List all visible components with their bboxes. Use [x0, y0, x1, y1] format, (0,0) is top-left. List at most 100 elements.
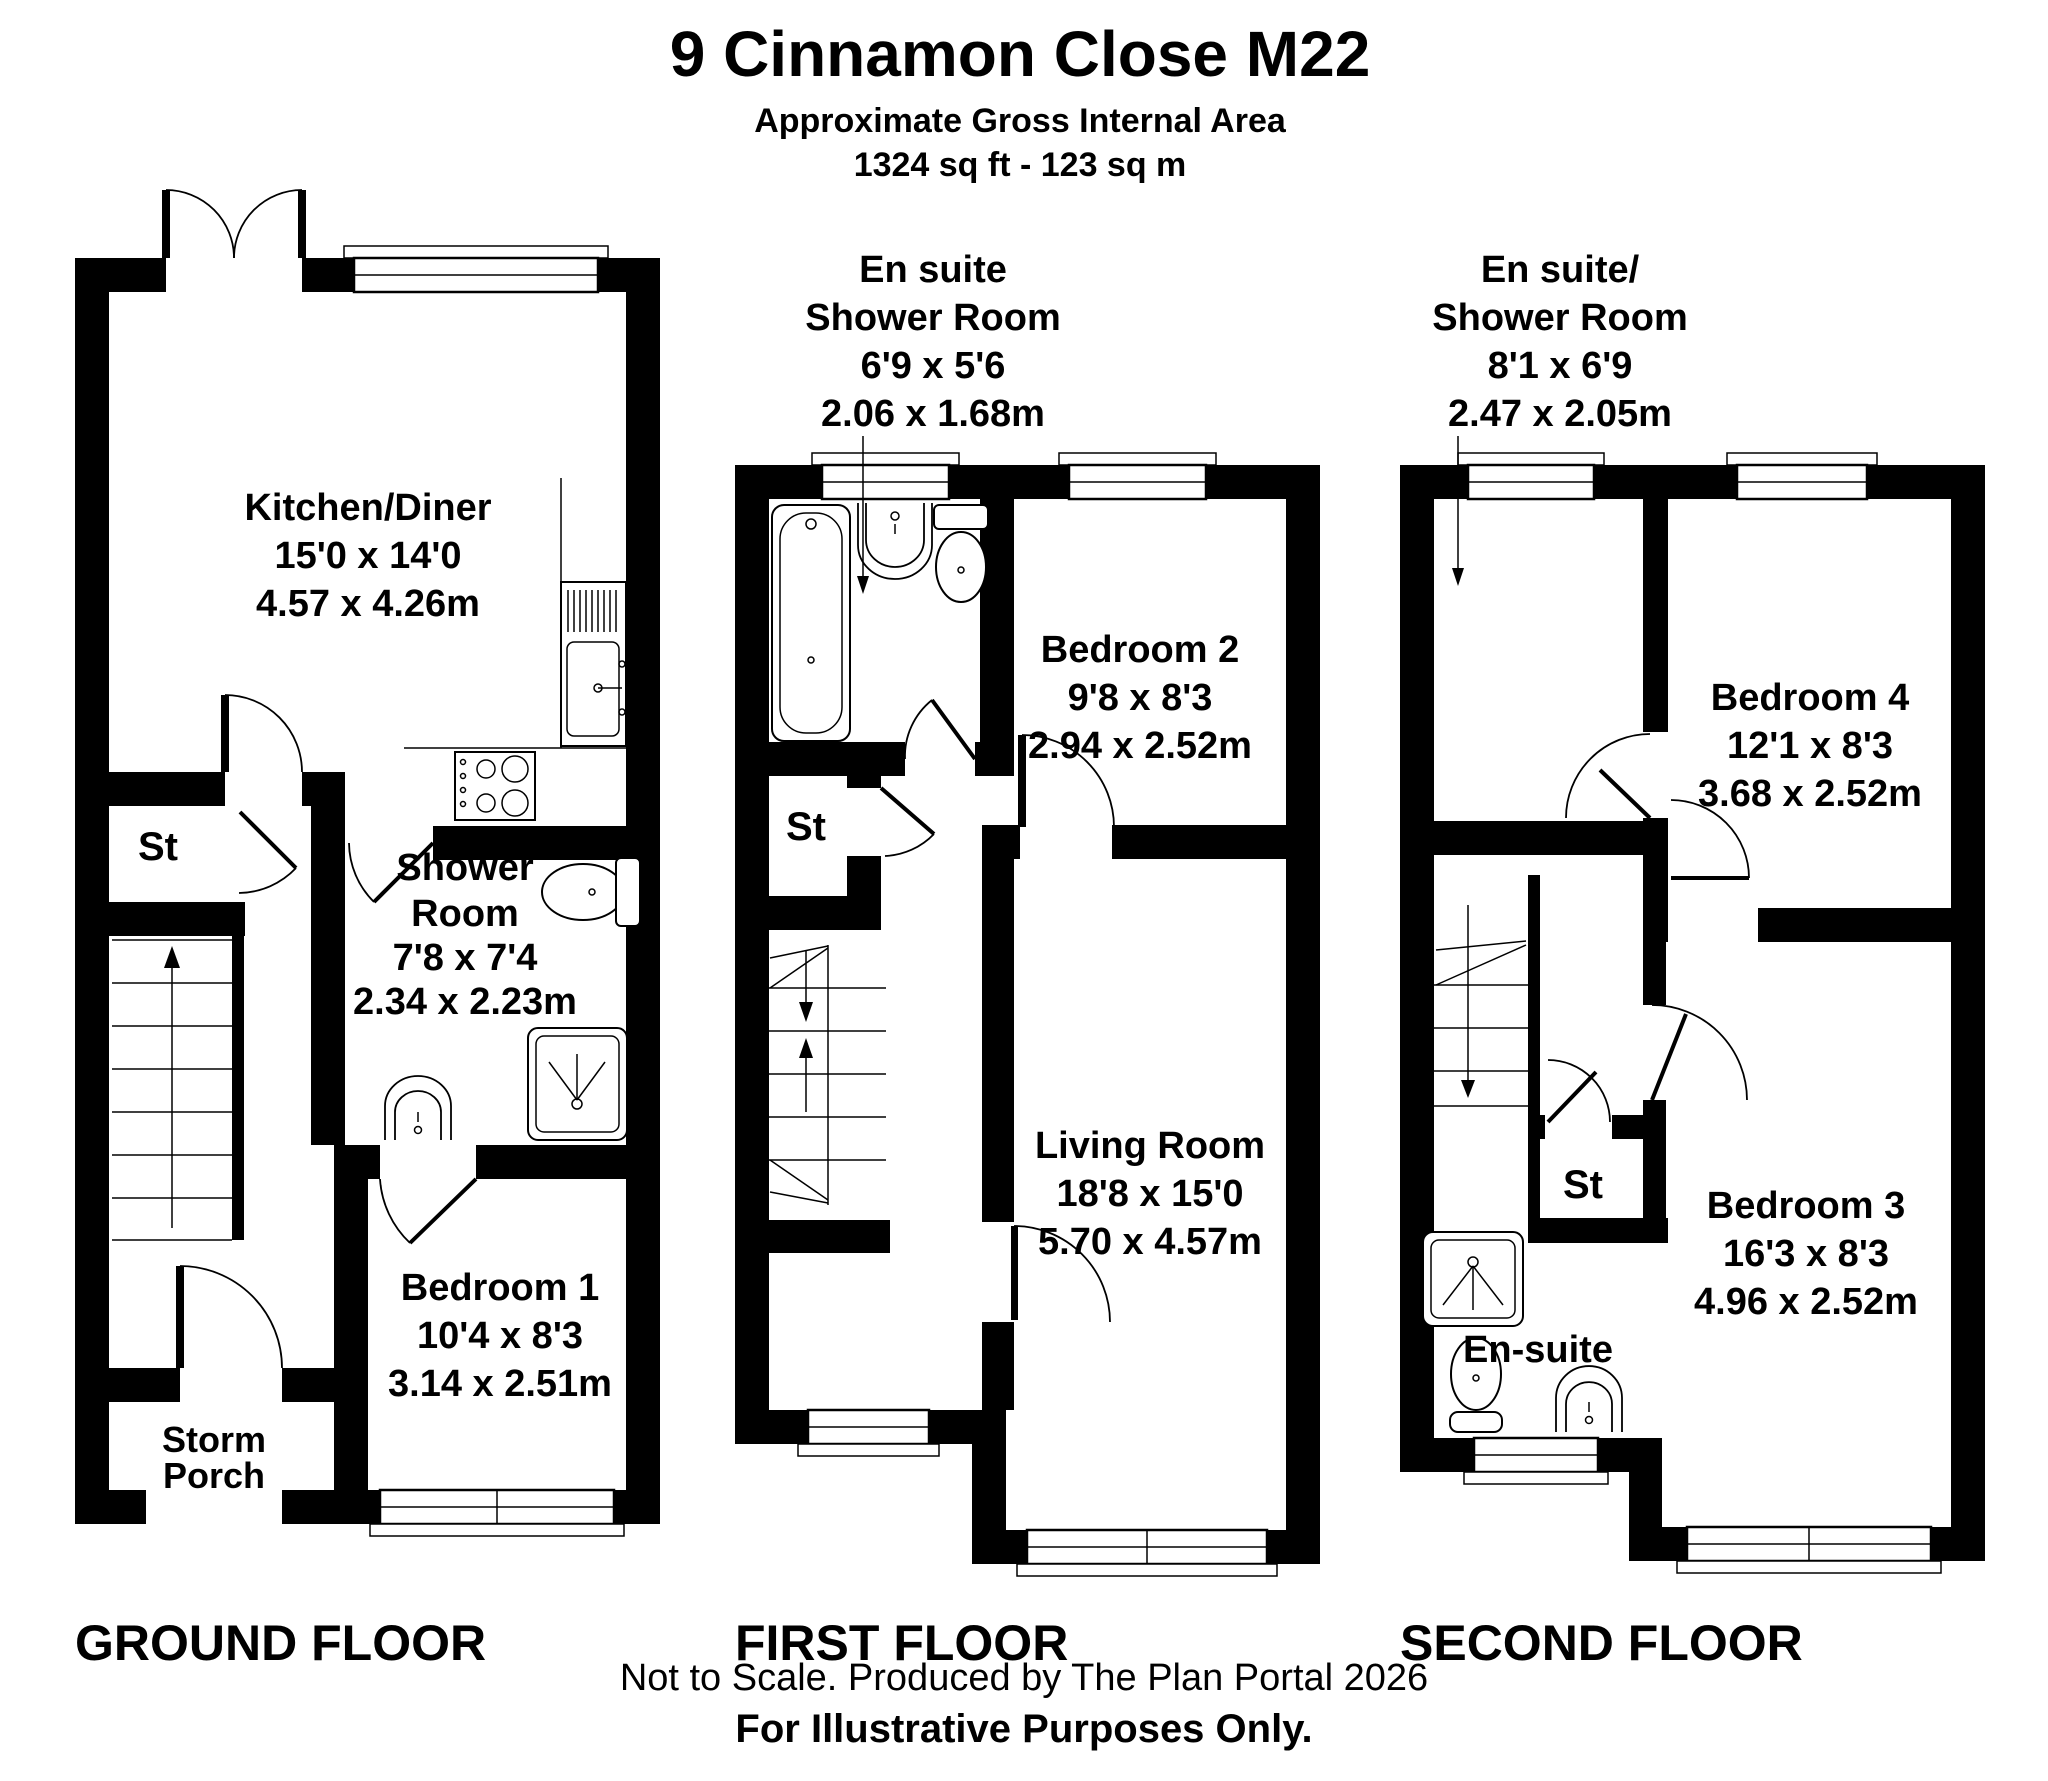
hob-knob: [459, 758, 467, 766]
door-leaf: [1018, 735, 1026, 827]
wall-segment: [982, 825, 1020, 859]
hob-knob: [459, 772, 467, 780]
floor-label-ground: GROUND FLOOR: [75, 1615, 486, 1671]
wall-segment: [735, 465, 769, 1444]
wall-segment: [982, 1322, 1014, 1410]
french-door-leaf: [162, 190, 170, 258]
wall-segment: [302, 258, 354, 292]
door-arc: [224, 694, 303, 773]
basin-tap: [413, 1125, 423, 1135]
door-arc: [904, 699, 933, 760]
floor-label-first: FIRST FLOOR: [735, 1615, 1068, 1671]
page-title: 9 Cinnamon Close M22: [670, 18, 1371, 90]
hob-burner: [501, 789, 529, 817]
toilet-flush: [1472, 1374, 1480, 1382]
wall-segment: [334, 1145, 368, 1490]
shower-fixture: [1422, 1231, 1524, 1327]
wall-segment: [614, 1490, 660, 1524]
first-floor-staircase: [769, 945, 886, 1205]
shower-fixture: [527, 1027, 628, 1141]
hob-burner: [476, 793, 496, 813]
shower-spray: [1472, 1265, 1504, 1306]
hob-burner: [501, 755, 529, 783]
wall-segment: [1951, 465, 1985, 1561]
sink-basin: [566, 641, 620, 737]
arrow-down-icon: [857, 576, 869, 594]
basin-fixture: [857, 503, 933, 580]
hob-outline: [454, 751, 536, 821]
basin-tap: [1584, 1415, 1594, 1425]
door-leaf: [176, 1266, 184, 1368]
toilet-cistern: [933, 504, 989, 530]
room-size-metric: 3.68 x 2.52m: [1698, 773, 1922, 815]
shower-tray-inner: [1430, 1239, 1516, 1319]
wall-segment: [232, 936, 244, 1240]
second-floor-walls: [1400, 465, 1985, 1561]
wall-segment: [847, 856, 881, 896]
subtitle-area: Approximate Gross Internal Area: [754, 102, 1287, 140]
stair-winder: [1435, 940, 1527, 951]
ground-floor-doors: [162, 189, 478, 1369]
arrow-up-icon: [799, 1038, 813, 1058]
room-size-imperial: 15'0 x 14'0: [274, 535, 461, 577]
room-label-shower-room: Shower: [396, 847, 533, 889]
wall-segment: [476, 1145, 626, 1179]
stair-winder: [769, 947, 829, 989]
callout-ensuite-name1: En suite: [859, 249, 1007, 291]
wall-segment: [735, 742, 905, 776]
wall-segment: [1400, 821, 1643, 855]
toilet-bowl: [541, 863, 625, 921]
basin-tap: [890, 511, 900, 521]
room-size-imperial: 9'8 x 8'3: [1068, 677, 1213, 719]
toilet-flush: [588, 888, 596, 896]
toilet-flush: [957, 566, 965, 574]
first-floor-doors: [879, 698, 1115, 1323]
door-leaf: [408, 1177, 478, 1245]
room-size-metric: 2.94 x 2.52m: [1028, 725, 1252, 767]
room-label-bedroom2: Bedroom 2: [1041, 629, 1239, 671]
wall-segment: [1528, 875, 1540, 1218]
wall-segment: [982, 859, 1014, 1222]
wall-segment: [282, 1368, 334, 1402]
wall-segment: [735, 1220, 890, 1253]
window-sill: [1016, 1563, 1278, 1577]
door-arc: [238, 867, 297, 894]
room-size-imperial: 7'8 x 7'4: [393, 937, 538, 979]
shower-spray: [548, 1061, 578, 1101]
wall-segment: [769, 896, 881, 930]
room-label-bedroom4: Bedroom 4: [1711, 677, 1909, 719]
first-floor-bathroom-fixtures: [771, 503, 989, 742]
door-arc: [348, 842, 375, 903]
room-label-store: St: [786, 805, 826, 849]
wall-segment: [1758, 908, 1951, 942]
ground-floor-staircase: [112, 939, 232, 1241]
wall-segment: [1612, 1115, 1643, 1139]
bathtub-fixture: [771, 504, 851, 742]
ground-shower-room-fixtures: [384, 857, 641, 1141]
room-label-kitchen: Kitchen/Diner: [244, 487, 491, 529]
shower-spray: [576, 1061, 606, 1101]
door-leaf: [1011, 1226, 1018, 1320]
second-floor-ensuite-fixtures: [1422, 1231, 1623, 1433]
first-floor-labels: En suite Shower Room 6'9 x 5'6 2.06 x 1.…: [735, 249, 1265, 1671]
window-sill: [369, 1523, 625, 1537]
callout-ensuite-name2: Shower Room: [805, 297, 1060, 339]
room-label-store: St: [1563, 1163, 1603, 1207]
room-label-store: St: [138, 825, 178, 869]
room-label-bedroom3: Bedroom 3: [1707, 1185, 1905, 1227]
footer-disclaimer: Not to Scale. Produced by The Plan Porta…: [620, 1657, 1428, 1699]
room-size-imperial: 16'3 x 8'3: [1723, 1233, 1889, 1275]
room-size-imperial: 18'8 x 15'0: [1056, 1173, 1243, 1215]
room-label-ensuite: En-suite: [1463, 1329, 1613, 1371]
ground-floor-windows: [343, 245, 625, 1537]
wall-segment: [109, 902, 245, 936]
door-leaf: [1650, 1013, 1688, 1101]
toilet-cistern: [615, 857, 641, 927]
second-floor-doors: [1546, 733, 1750, 1124]
sink-tap-knob: [618, 708, 626, 716]
second-floor-plan: En suite/ Shower Room 8'1 x 6'9 2.47 x 2…: [1400, 249, 1985, 1671]
window-sill: [1726, 452, 1878, 466]
door-arc: [165, 189, 235, 259]
wall-segment: [1400, 1438, 1474, 1472]
stair-winder: [1435, 944, 1527, 986]
